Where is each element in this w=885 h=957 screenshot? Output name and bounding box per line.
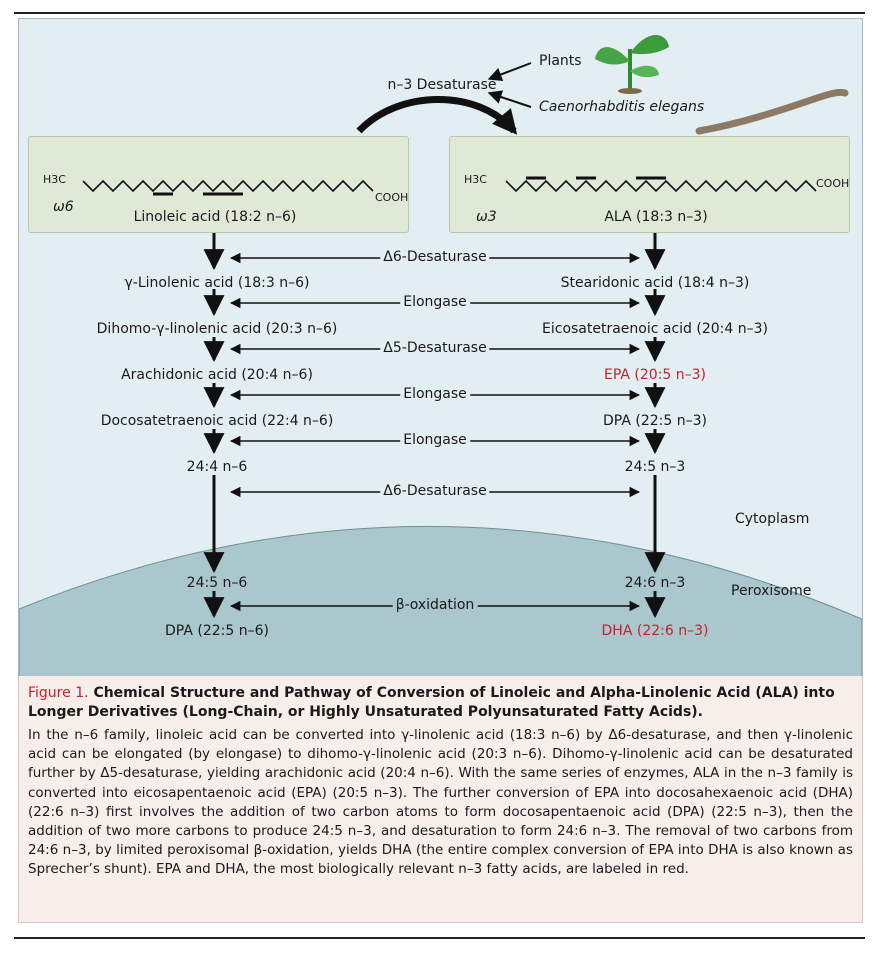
enzyme-label-1: Δ6-Desaturase <box>380 249 490 265</box>
linoleic-formula-left: H3C <box>43 173 66 186</box>
n6-step-1: γ-Linolenic acid (18:3 n–6) <box>124 275 310 291</box>
enzyme-label-2: Elongase <box>400 294 470 310</box>
linoleic-acid-box: H3C COOH ω6 Linoleic acid (18:2 n–6) <box>28 136 409 233</box>
epa-label: EPA (20:5 n–3) <box>603 367 707 383</box>
n3-step-2: Eicosatetraenoic acid (20:4 n–3) <box>542 321 768 337</box>
dha-label: DHA (22:6 n–3) <box>601 623 709 639</box>
enzyme-label-3: Δ5-Desaturase <box>380 340 490 356</box>
n6-step-3: Arachidonic acid (20:4 n–6) <box>121 367 313 383</box>
linoleic-acid-name: Linoleic acid (18:2 n–6) <box>133 209 297 225</box>
n3-step-6: 24:6 n–3 <box>624 575 686 591</box>
plants-label: Plants <box>539 53 582 69</box>
ala-structure <box>505 176 817 193</box>
cytoplasm-label: Cytoplasm <box>735 511 810 527</box>
ala-name: ALA (18:3 n–3) <box>604 209 708 225</box>
n6-step-4: Docosatetraenoic acid (22:4 n–6) <box>100 413 334 429</box>
linoleic-formula-right: COOH <box>375 191 409 204</box>
bottom-rule <box>14 937 865 939</box>
ala-formula-right: COOH <box>816 177 850 190</box>
caption-body: In the n–6 family, linoleic acid can be … <box>28 727 853 878</box>
caption-title: Figure 1. Chemical Structure and Pathway… <box>28 684 853 722</box>
n6-step-2: Dihomo-γ-linolenic acid (20:3 n–6) <box>96 321 338 337</box>
n6-step-7: DPA (22:5 n–6) <box>165 623 269 639</box>
pathway-figure: n–3 Desaturase Plants Caenorhabditis ele… <box>18 18 863 678</box>
plant-image <box>595 35 669 94</box>
enzyme-label-5: Elongase <box>400 432 470 448</box>
c-elegans-image <box>695 88 849 135</box>
enzyme-label-6: Δ6-Desaturase <box>380 483 490 499</box>
celegans-label: Caenorhabditis elegans <box>539 99 705 115</box>
top-rule <box>14 12 865 14</box>
enzyme-label-7: β-oxidation <box>392 597 478 613</box>
n3-step-4: DPA (22:5 n–3) <box>603 413 707 429</box>
omega3-label: ω3 <box>476 209 497 225</box>
caption-title-text: Chemical Structure and Pathway of Conver… <box>28 685 835 720</box>
ala-box: H3C COOH ω3 ALA (18:3 n–3) <box>449 136 850 233</box>
n3-desaturase-arrow <box>356 96 518 135</box>
n3-step-1: Stearidonic acid (18:4 n–3) <box>560 275 750 291</box>
n6-step-6: 24:5 n–6 <box>186 575 248 591</box>
omega6-label: ω6 <box>53 199 74 215</box>
figure-number: Figure 1. <box>28 685 89 701</box>
enzyme-label-4: Elongase <box>400 386 470 402</box>
figure-caption: Figure 1. Chemical Structure and Pathway… <box>18 676 863 923</box>
plants-arrow <box>487 62 532 82</box>
n6-step-5: 24:4 n–6 <box>186 459 248 475</box>
celegans-arrow <box>487 90 532 108</box>
n3-step-5: 24:5 n–3 <box>624 459 686 475</box>
n3-desaturase-label: n–3 Desaturase <box>387 77 497 93</box>
linoleic-structure <box>82 179 374 196</box>
peroxisome-label: Peroxisome <box>731 583 812 599</box>
ala-formula-left: H3C <box>464 173 487 186</box>
